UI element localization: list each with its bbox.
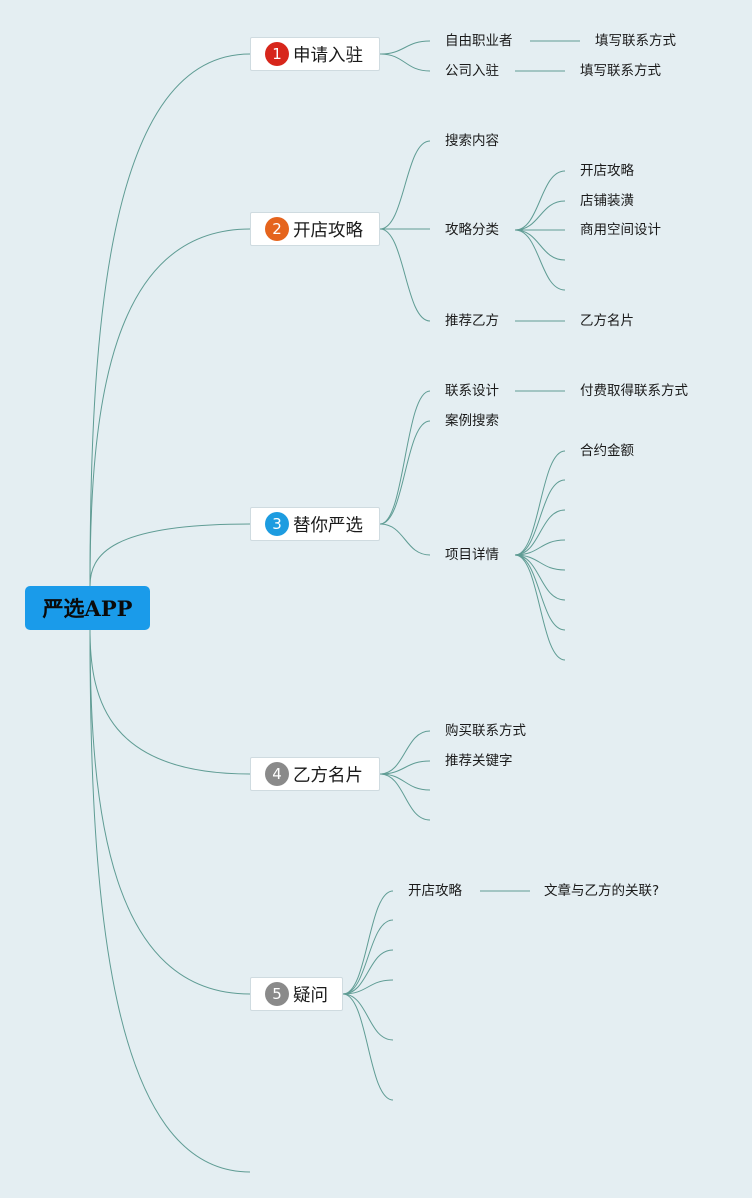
connector — [342, 890, 394, 995]
connector — [379, 773, 431, 821]
number-badge-1: 1 — [265, 42, 289, 66]
branch-label-2: 开店攻略 — [293, 220, 363, 241]
root-connector — [89, 53, 251, 587]
connector — [514, 200, 566, 231]
connector — [379, 140, 431, 230]
connector — [379, 523, 431, 556]
leaf-contract-amount[interactable]: 合约金额 — [580, 443, 634, 459]
connector — [342, 979, 394, 995]
connector — [379, 53, 431, 72]
branch-label-3: 替你严选 — [293, 515, 363, 536]
branch-label-5: 疑问 — [293, 985, 328, 1006]
leaf-shop-guide[interactable]: 开店攻略 — [580, 163, 634, 179]
connector — [379, 40, 431, 55]
branch-label-4: 乙方名片 — [293, 765, 363, 786]
connector — [379, 730, 431, 775]
root-node[interactable]: 严选APP — [25, 586, 150, 630]
branch-node-5[interactable]: 5 疑问 — [250, 977, 343, 1011]
number-badge-5: 5 — [265, 982, 289, 1006]
connector — [514, 554, 566, 661]
connector — [514, 170, 566, 231]
connector — [379, 760, 431, 775]
connector — [514, 554, 566, 631]
leaf-buy-contact[interactable]: 购买联系方式 — [445, 723, 526, 739]
leaf-project-detail[interactable]: 项目详情 — [445, 547, 499, 563]
connector — [342, 949, 394, 995]
leaf-contact-designer[interactable]: 联系设计 — [445, 383, 499, 399]
leaf-commercial-design[interactable]: 商用空间设计 — [580, 222, 661, 238]
connector — [514, 539, 566, 556]
leaf-recommend-party-b[interactable]: 推荐乙方 — [445, 313, 499, 329]
branch-node-1[interactable]: 1 申请入驻 — [250, 37, 380, 71]
leaf-article-relation[interactable]: 文章与乙方的关联? — [544, 883, 660, 899]
number-badge-4: 4 — [265, 762, 289, 786]
branch-node-2[interactable]: 2 开店攻略 — [250, 212, 380, 246]
leaf-company[interactable]: 公司入驻 — [445, 63, 499, 79]
leaf-case-search[interactable]: 案例搜索 — [445, 413, 499, 429]
leaf-paid-contact[interactable]: 付费取得联系方式 — [580, 383, 688, 399]
root-connector — [89, 629, 251, 775]
leaf-company-contact[interactable]: 填写联系方式 — [580, 63, 661, 79]
branch-node-3[interactable]: 3 替你严选 — [250, 507, 380, 541]
leaf-shop-decor[interactable]: 店铺装潢 — [580, 193, 634, 209]
leaf-search-content[interactable]: 搜索内容 — [445, 133, 499, 149]
connector — [342, 993, 394, 1101]
connector — [514, 479, 566, 556]
connector — [514, 450, 566, 556]
root-connector — [89, 228, 251, 587]
leaf-freelancer-contact[interactable]: 填写联系方式 — [595, 33, 676, 49]
root-connector — [89, 629, 251, 1173]
connector — [379, 773, 431, 791]
number-badge-3: 3 — [265, 512, 289, 536]
leaf-freelancer[interactable]: 自由职业者 — [445, 33, 513, 49]
branch-node-4[interactable]: 4 乙方名片 — [250, 757, 380, 791]
connector — [342, 993, 394, 1041]
root-connector — [89, 523, 251, 587]
connector — [379, 228, 431, 322]
leaf-guide-category[interactable]: 攻略分类 — [445, 222, 499, 238]
leaf-question-shop-guide[interactable]: 开店攻略 — [408, 883, 462, 899]
leaf-party-b-card[interactable]: 乙方名片 — [580, 313, 634, 329]
root-connector — [89, 629, 251, 995]
connector — [514, 509, 566, 556]
connector — [514, 229, 566, 261]
leaf-recommend-keywords[interactable]: 推荐关键字 — [445, 753, 513, 769]
number-badge-2: 2 — [265, 217, 289, 241]
branch-label-1: 申请入驻 — [293, 45, 363, 66]
connector — [379, 390, 431, 525]
connector — [514, 554, 566, 571]
connector — [514, 554, 566, 601]
connector — [342, 919, 394, 995]
connector — [379, 420, 431, 525]
connector — [514, 229, 566, 291]
